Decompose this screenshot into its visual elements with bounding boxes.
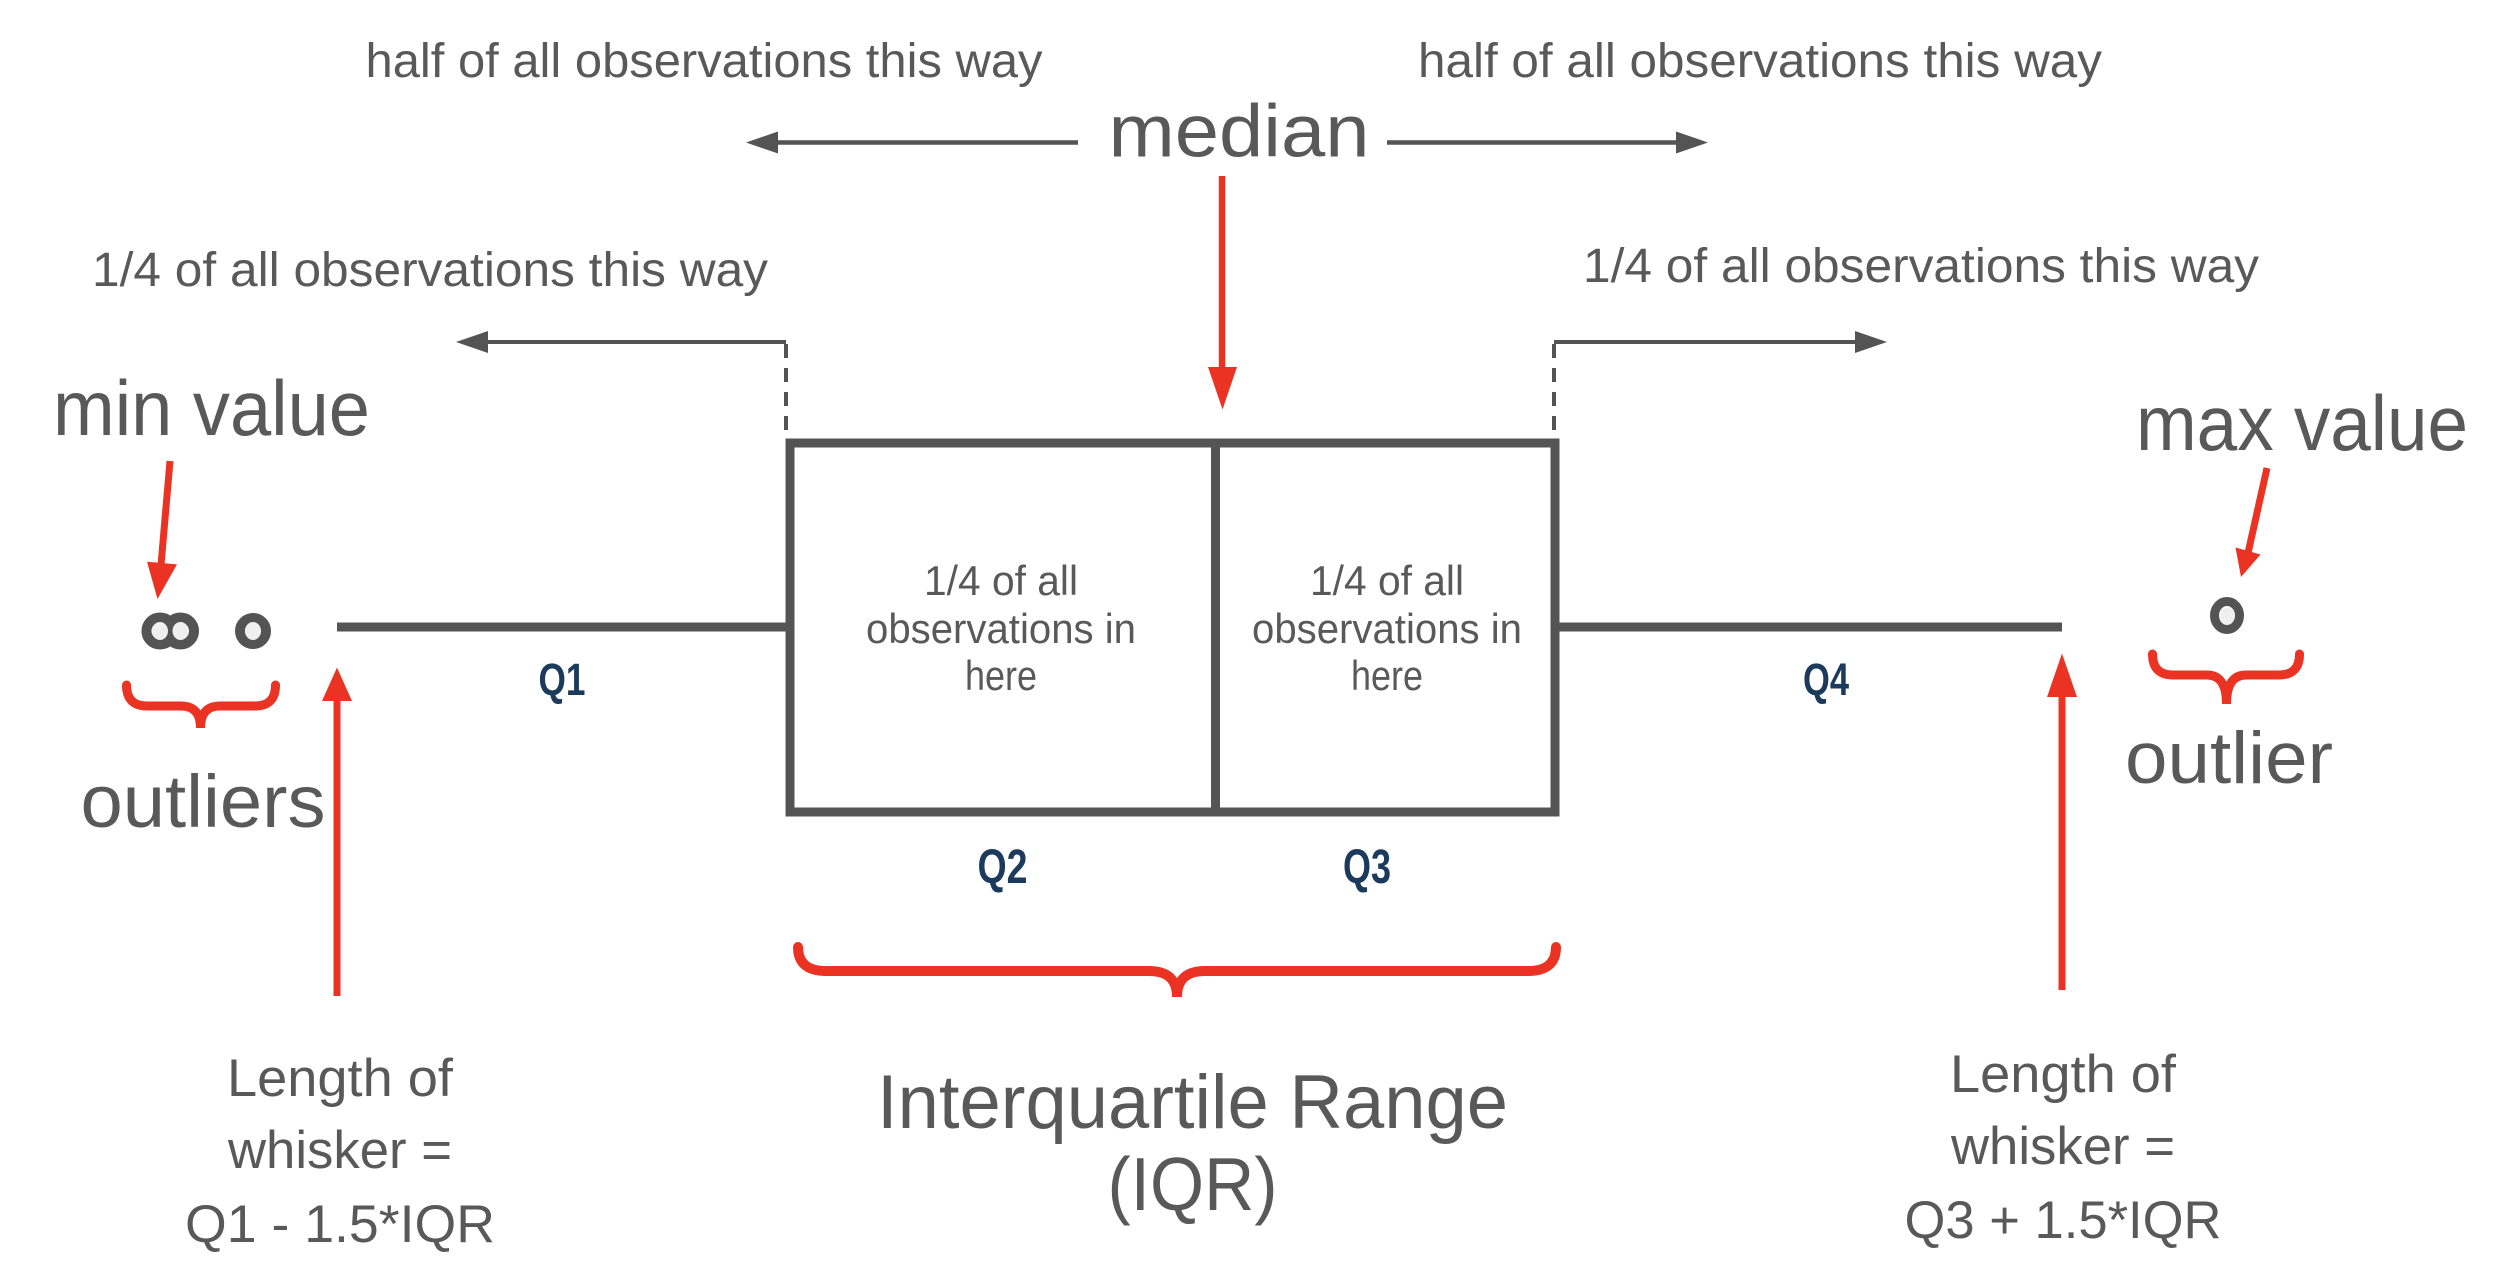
svg-text:Q2: Q2 (978, 841, 1028, 894)
svg-text:observations in: observations in (1252, 605, 1522, 652)
svg-text:here: here (965, 652, 1037, 699)
svg-text:min value: min value (53, 364, 370, 452)
svg-text:1/4 of all: 1/4 of all (1310, 557, 1464, 604)
svg-text:Q1: Q1 (539, 654, 586, 705)
svg-text:1/4 of all observations this w: 1/4 of all observations this way (1583, 240, 2259, 293)
svg-text:Length of: Length of (227, 1049, 453, 1108)
svg-text:Length of: Length of (1950, 1045, 2176, 1104)
svg-text:whisker =: whisker = (227, 1121, 452, 1180)
svg-text:Q3 + 1.5*IQR: Q3 + 1.5*IQR (1905, 1191, 2222, 1250)
svg-text:1/4 of all: 1/4 of all (924, 557, 1078, 604)
svg-text:half of all observations this: half of all observations this way (1418, 35, 2102, 88)
svg-text:outliers: outliers (81, 760, 326, 843)
svg-text:whisker =: whisker = (1950, 1117, 2175, 1176)
svg-text:half of all observations this: half of all observations this way (366, 35, 1043, 88)
svg-text:max value: max value (2136, 379, 2468, 467)
svg-text:here: here (1351, 652, 1423, 699)
svg-text:Q1 - 1.5*IQR: Q1 - 1.5*IQR (185, 1195, 495, 1254)
svg-text:median: median (1109, 90, 1370, 173)
svg-text:Q3: Q3 (1343, 841, 1391, 894)
svg-text:observations in: observations in (866, 605, 1136, 652)
svg-text:outlier: outlier (2125, 718, 2333, 799)
svg-text:Q4: Q4 (1803, 654, 1849, 705)
svg-text:Interquartile Range: Interquartile Range (877, 1060, 1508, 1145)
svg-text:(IQR): (IQR) (1108, 1142, 1278, 1226)
svg-text:1/4 of all observations this w: 1/4 of all observations this way (92, 244, 768, 297)
